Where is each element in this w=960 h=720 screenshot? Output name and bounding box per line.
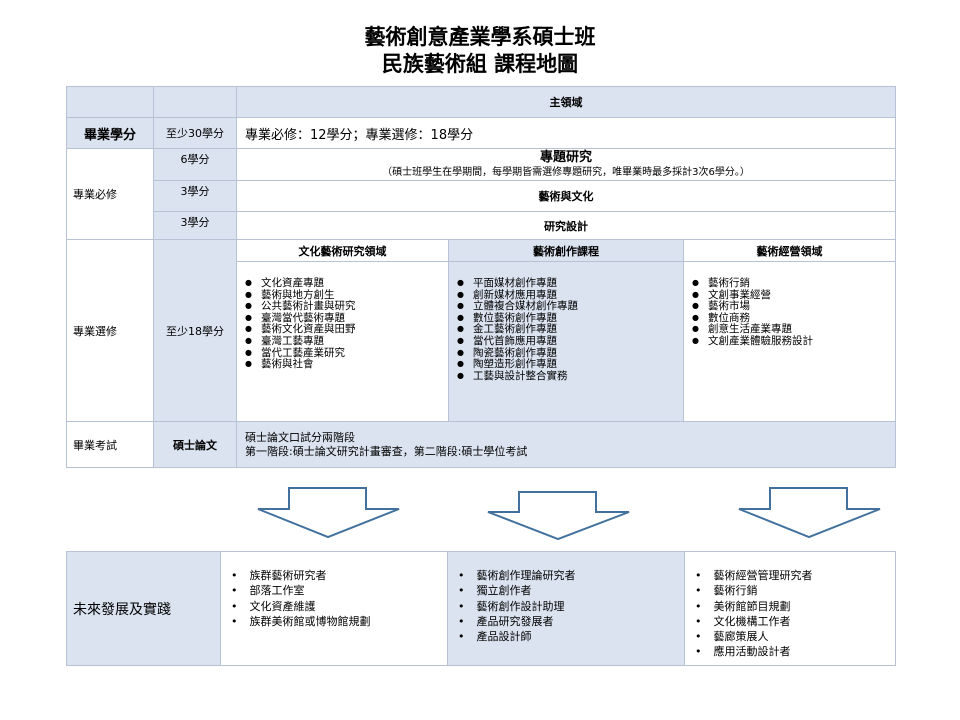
required-credits-2: 3學分 bbox=[153, 180, 237, 212]
list-item: 獨立創作者 bbox=[458, 583, 684, 598]
list-item: 美術館節目規劃 bbox=[695, 599, 895, 614]
list-item: 文化機構工作者 bbox=[695, 614, 895, 629]
page-title-line2: 民族藝術組 課程地圖 bbox=[381, 52, 579, 76]
down-arrow-icon bbox=[257, 487, 400, 539]
list-item: 臺灣當代藝術專題 bbox=[245, 312, 448, 325]
domain-header-research: 文化藝術研究領域 bbox=[236, 239, 449, 262]
elective-min: 至少18學分 bbox=[153, 239, 237, 422]
domain-creation-list: 平面媒材創作專題 創新媒材應用專題 立體複合媒材創作專題 數位藝術創作專題 金工… bbox=[449, 277, 683, 383]
down-arrow-icon bbox=[738, 487, 881, 539]
list-item: 創新媒材應用專題 bbox=[457, 289, 683, 302]
exam-desc: 碩士論文口試分兩階段 第一階段:碩士論文研究計畫審查，第二階段:碩士學位考試 bbox=[235, 421, 897, 468]
exam-desc-line1: 碩士論文口試分兩階段 bbox=[245, 430, 355, 444]
header-empty-1 bbox=[66, 86, 154, 118]
required-course-1-title: 專題研究 bbox=[540, 150, 593, 165]
domain-management-cell: 藝術行銷 文創事業經營 藝術市場 數位商務 創意生活產業專題 文創產業體驗服務設… bbox=[682, 261, 897, 422]
required-course-1-note: （碩士班學生在學期間，每學期皆需選修專題研究，唯畢業時最多採計3次6學分。） bbox=[382, 167, 750, 178]
list-item: 陶瓷藝術創作專題 bbox=[457, 347, 683, 360]
domain-header-creation: 藝術創作課程 bbox=[448, 239, 684, 262]
exam-desc-line2: 第一階段:碩士論文研究計畫審查，第二階段:碩士學位考試 bbox=[245, 444, 528, 458]
required-course-1: 專題研究 （碩士班學生在學期間，每學期皆需選修專題研究，唯畢業時最多採計3次6學… bbox=[235, 148, 897, 181]
list-item: 數位藝術創作專題 bbox=[457, 312, 683, 325]
list-item: 平面媒材創作專題 bbox=[457, 277, 683, 290]
list-item: 產品設計師 bbox=[458, 629, 684, 644]
required-credits-3: 3學分 bbox=[153, 211, 237, 240]
down-arrow-icon bbox=[487, 491, 630, 541]
exam-type: 碩士論文 bbox=[153, 421, 237, 468]
list-item: 當代工藝產業研究 bbox=[245, 347, 448, 360]
future-col-management: 藝術經營管理研究者 藝術行銷 美術館節目規劃 文化機構工作者 藝廊策展人 應用活… bbox=[684, 551, 896, 666]
future-label: 未來發展及實踐 bbox=[66, 551, 221, 666]
list-item: 陶塑造形創作專題 bbox=[457, 359, 683, 371]
list-item: 藝術與地方創生 bbox=[245, 289, 448, 302]
elective-label: 專業選修 bbox=[66, 239, 154, 422]
domain-research-cell: 文化資產專題 藝術與地方創生 公共藝術計畫與研究 臺灣當代藝術專題 藝術文化資產… bbox=[236, 261, 449, 422]
list-item: 部落工作室 bbox=[231, 583, 447, 598]
list-item: 應用活動設計者 bbox=[695, 644, 895, 659]
list-item: 產品研究發展者 bbox=[458, 614, 684, 629]
main-domain-header: 主領域 bbox=[235, 86, 897, 118]
list-item: 族群藝術研究者 bbox=[231, 568, 447, 583]
future-list-research: 族群藝術研究者 部落工作室 文化資產維護 族群美術館或博物館規劃 bbox=[221, 568, 447, 629]
list-item: 文化資產專題 bbox=[245, 277, 448, 290]
page-title-line1: 藝術創意產業學系碩士班 bbox=[364, 25, 596, 49]
future-col-research: 族群藝術研究者 部落工作室 文化資產維護 族群美術館或博物館規劃 bbox=[220, 551, 448, 666]
list-item: 創意生活產業專題 bbox=[692, 324, 895, 336]
list-item: 立體複合媒材創作專題 bbox=[457, 301, 683, 313]
list-item: 工藝與設計整合實務 bbox=[457, 370, 683, 383]
required-course-2: 藝術與文化 bbox=[235, 180, 897, 212]
list-item: 藝術創作理論研究者 bbox=[458, 568, 684, 583]
header-empty-2 bbox=[153, 86, 237, 118]
list-item: 文化資產維護 bbox=[231, 599, 447, 614]
future-table: 未來發展及實踐 族群藝術研究者 部落工作室 文化資產維護 族群美術館或博物館規劃… bbox=[66, 551, 896, 666]
list-item: 藝術行銷 bbox=[692, 277, 895, 290]
future-list-creation: 藝術創作理論研究者 獨立創作者 藝術創作設計助理 產品研究發展者 產品設計師 bbox=[448, 568, 684, 644]
future-col-creation: 藝術創作理論研究者 獨立創作者 藝術創作設計助理 產品研究發展者 產品設計師 bbox=[447, 551, 685, 666]
exam-label: 畢業考試 bbox=[66, 421, 154, 468]
list-item: 金工藝術創作專題 bbox=[457, 324, 683, 336]
list-item: 藝術行銷 bbox=[695, 583, 895, 598]
required-course-3: 研究設計 bbox=[235, 211, 897, 240]
list-item: 藝廊策展人 bbox=[695, 629, 895, 644]
list-item: 文創事業經營 bbox=[692, 289, 895, 302]
list-item: 公共藝術計畫與研究 bbox=[245, 301, 448, 313]
list-item: 藝術文化資產與田野 bbox=[245, 324, 448, 336]
domain-header-management: 藝術經營領域 bbox=[682, 239, 897, 262]
list-item: 藝術與社會 bbox=[245, 359, 448, 371]
course-map-table: 主領域 畢業學分 至少30學分 專業必修：12學分；專業選修：18學分 專業必修… bbox=[66, 86, 897, 468]
required-credits-1: 6學分 bbox=[153, 148, 237, 181]
list-item: 藝術創作設計助理 bbox=[458, 599, 684, 614]
domain-creation-cell: 平面媒材創作專題 創新媒材應用專題 立體複合媒材創作專題 數位藝術創作專題 金工… bbox=[448, 261, 684, 422]
grad-credits-label: 畢業學分 bbox=[66, 117, 154, 149]
list-item: 數位商務 bbox=[692, 312, 895, 325]
grad-credits-desc: 專業必修：12學分；專業選修：18學分 bbox=[235, 117, 897, 149]
list-item: 藝術市場 bbox=[692, 301, 895, 313]
list-item: 族群美術館或博物館規劃 bbox=[231, 614, 447, 629]
domain-research-list: 文化資產專題 藝術與地方創生 公共藝術計畫與研究 臺灣當代藝術專題 藝術文化資產… bbox=[237, 277, 448, 371]
future-list-management: 藝術經營管理研究者 藝術行銷 美術館節目規劃 文化機構工作者 藝廊策展人 應用活… bbox=[685, 568, 895, 660]
domain-management-list: 藝術行銷 文創事業經營 藝術市場 數位商務 創意生活產業專題 文創產業體驗服務設… bbox=[684, 277, 895, 348]
list-item: 當代首飾應用專題 bbox=[457, 335, 683, 348]
list-item: 文創產業體驗服務設計 bbox=[692, 335, 895, 348]
required-label: 專業必修 bbox=[66, 148, 154, 240]
grad-credits-min: 至少30學分 bbox=[153, 117, 237, 149]
list-item: 藝術經營管理研究者 bbox=[695, 568, 895, 583]
list-item: 臺灣工藝專題 bbox=[245, 335, 448, 348]
